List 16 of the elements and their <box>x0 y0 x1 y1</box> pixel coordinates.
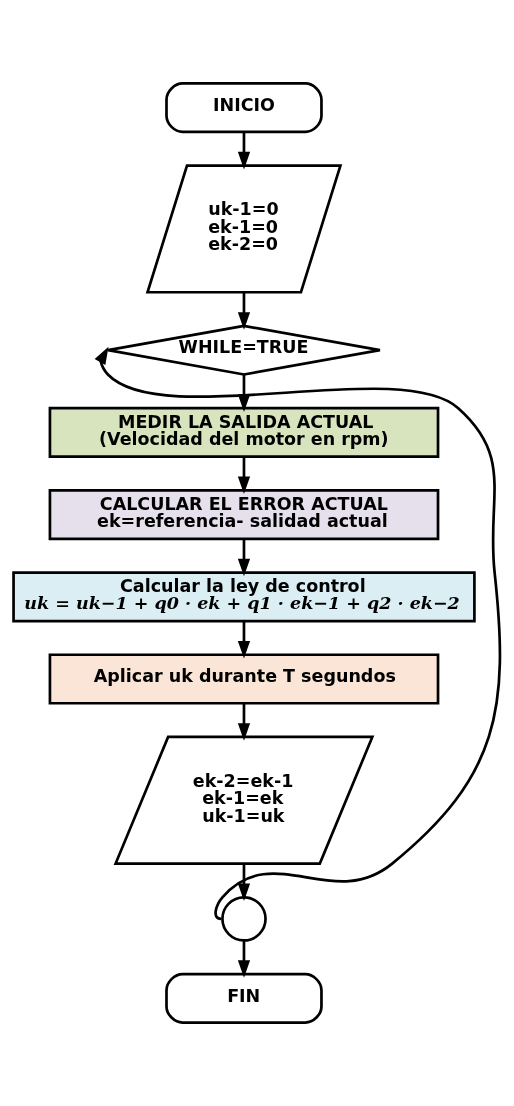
node-box: Aplicar uk durante T segundos <box>48 653 440 705</box>
node-circle <box>221 895 267 942</box>
node-diamond: WHILE=TRUE <box>106 324 382 376</box>
node-box: INICIO <box>165 82 323 134</box>
arrow <box>237 132 251 170</box>
arrow <box>237 863 251 902</box>
node-box: MEDIR LA SALIDA ACTUAL (Velocidad del motor en rpm) <box>48 406 440 458</box>
arrow <box>237 456 251 495</box>
node-box: FIN <box>165 972 323 1024</box>
node-box: CALCULAR EL ERROR ACTUAL ek=referencia- salidad actual <box>48 489 440 541</box>
arrow <box>237 940 251 978</box>
arrow <box>237 538 251 577</box>
arrow <box>237 703 251 741</box>
arrow <box>237 621 251 659</box>
node-box: Calcular la ley de control uk = uk−1 + q0 · ek + q1 · ek−1 + q2 · ek−2 <box>12 571 476 623</box>
arrow <box>237 292 251 330</box>
